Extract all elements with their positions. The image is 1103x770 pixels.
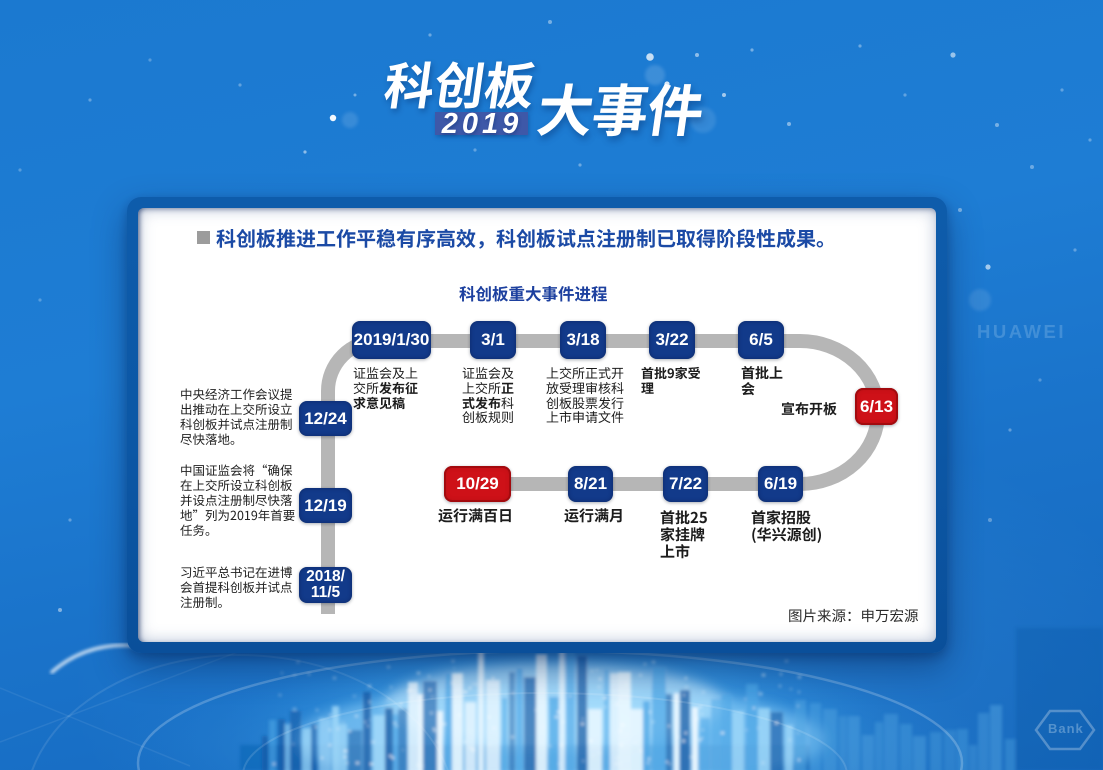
image-source-label: 图片来源：申万宏源 — [788, 605, 919, 626]
bank-watermark: Bank — [1048, 721, 1084, 736]
event-caption-2019-1-30: 证监会及上交所发布征求意见稿 — [353, 363, 419, 412]
page-title-part2: 大事件 — [532, 67, 709, 148]
timeline-track — [321, 334, 885, 614]
city-skyline — [240, 628, 1103, 770]
timeline-node-6-5: 6/5 — [738, 321, 784, 359]
event-description-12-19: 中国证监会将“确保在上交所设立科创板并设点注册制尽快落地”列为2019年首要任务… — [180, 460, 296, 539]
timeline-node-2019-1-30: 2019/1/30 — [352, 321, 431, 359]
sparkles — [18, 20, 1092, 612]
timeline-node-2018-11-5: 2018/11/5 — [299, 567, 352, 603]
event-description-12-24: 中央经济工作会议提出推动在上交所设立科创板并试点注册制尽快落地。 — [180, 384, 293, 448]
timeline-node-8-21: 8/21 — [568, 466, 613, 502]
timeline-node-6-13: 6/13 — [855, 388, 898, 425]
card-header: 科创板推进工作平稳有序高效，科创板试点注册制已取得阶段性成果。 — [216, 223, 836, 252]
page-title-part1: 科创板 — [379, 47, 541, 119]
diagram-title: 科创板重大事件进程 — [459, 281, 608, 305]
event-caption-8-21: 运行满月 — [564, 505, 625, 526]
event-caption-7-22: 首批25家挂牌上市 — [660, 507, 708, 562]
timeline-node-12-19: 12/19 — [299, 488, 352, 523]
event-caption-6-5: 首批上会 — [741, 363, 783, 399]
timeline-node-12-24: 12/24 — [299, 401, 352, 436]
title-year-badge — [435, 112, 528, 135]
event-caption-3-18: 上交所正式开放受理审核科创板股票发行上市申请文件 — [546, 363, 625, 427]
bank-hexagon-icon — [1034, 709, 1096, 751]
event-description-2018-11-5: 习近平总书记在进博会首提科创板并试点注册制。 — [180, 562, 293, 611]
event-caption-6-19: 首家招股(华兴源创) — [751, 507, 823, 545]
event-caption-3-1: 证监会及上交所正式发布科创板规则 — [462, 363, 515, 427]
infographic-card: 科创板推进工作平稳有序高效，科创板试点注册制已取得阶段性成果。 科创板重大事件进… — [127, 197, 947, 653]
timeline-node-3-1: 3/1 — [470, 321, 516, 359]
header-bullet-icon — [197, 231, 210, 244]
huawei-watermark: HUAWEI — [977, 321, 1066, 342]
timeline-node-7-22: 7/22 — [663, 466, 708, 502]
timeline-node-3-18: 3/18 — [560, 321, 606, 359]
event-caption-6-13: 宣布开板 — [781, 399, 837, 419]
title-year: 2019 — [441, 108, 523, 140]
card-inner-panel — [138, 208, 936, 642]
timeline-node-3-22: 3/22 — [649, 321, 695, 359]
event-caption-3-22: 首批9家受理 — [641, 363, 701, 397]
timeline-node-10-29: 10/29 — [444, 466, 511, 502]
event-caption-10-29: 运行满百日 — [438, 505, 514, 526]
timeline-node-6-19: 6/19 — [758, 466, 803, 502]
